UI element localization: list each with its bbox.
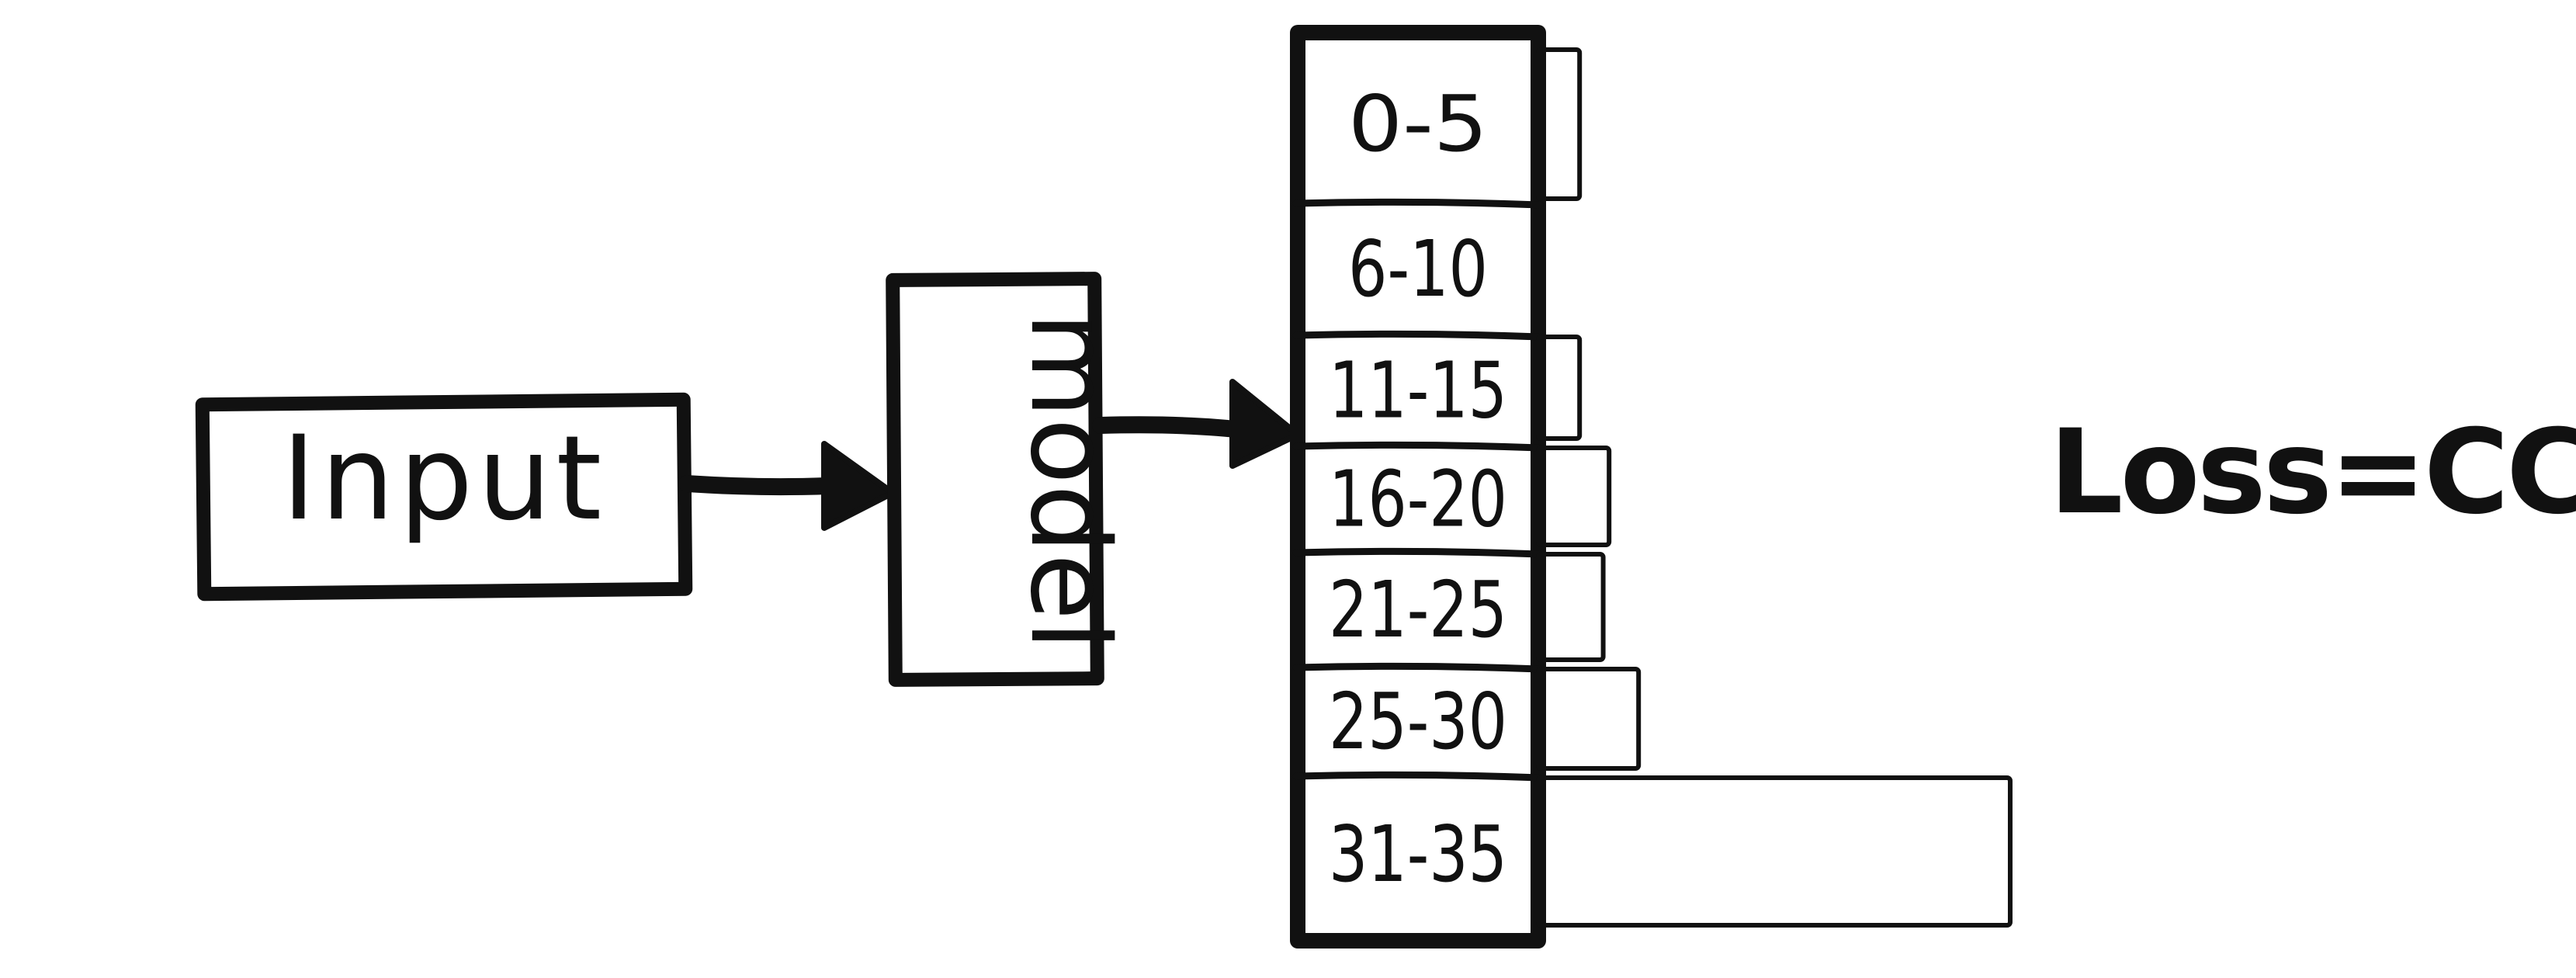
output-distribution: 0-5 6-10 11-15 16-20 21-25 25-30 31-35 — [1290, 25, 2013, 949]
probability-bar — [1536, 552, 1606, 662]
model-box — [886, 272, 1104, 687]
bin-divider — [1292, 771, 1544, 782]
bin-divider — [1292, 330, 1544, 341]
bin-label: 25-30 — [1329, 676, 1507, 767]
model-label: model — [1006, 312, 1132, 650]
probability-bar — [1536, 775, 2013, 928]
arrow-input-to-model — [678, 441, 896, 531]
input-label: Input — [282, 411, 606, 546]
input-box — [195, 392, 693, 602]
arrow-head — [1229, 379, 1301, 469]
output-bins: 0-5 6-10 11-15 16-20 21-25 25-30 31-35 — [1292, 47, 2013, 928]
model-node: model — [886, 272, 1132, 687]
probability-bar — [1536, 446, 1612, 547]
bin-divider — [1292, 662, 1544, 673]
bin-divider — [1292, 441, 1544, 452]
arrow-head — [821, 441, 896, 531]
probability-bar — [1536, 47, 1583, 201]
bin-label: 21-25 — [1329, 564, 1507, 655]
bin-label: 31-35 — [1329, 809, 1507, 900]
bin-label: 6-10 — [1348, 224, 1488, 314]
arrow-line — [1092, 416, 1258, 439]
bin-label: 11-15 — [1329, 345, 1507, 436]
bin-label: 16-20 — [1329, 454, 1507, 545]
probability-bar — [1536, 335, 1583, 441]
bin-divider — [1292, 547, 1544, 558]
bin-divider — [1292, 198, 1544, 209]
input-node: Input — [195, 392, 693, 602]
loss-label: Loss=CCE — [2049, 405, 2576, 540]
arrow-model-to-output — [1092, 379, 1301, 469]
probability-bar — [1536, 667, 1642, 771]
bin-label: 0-5 — [1348, 78, 1488, 169]
